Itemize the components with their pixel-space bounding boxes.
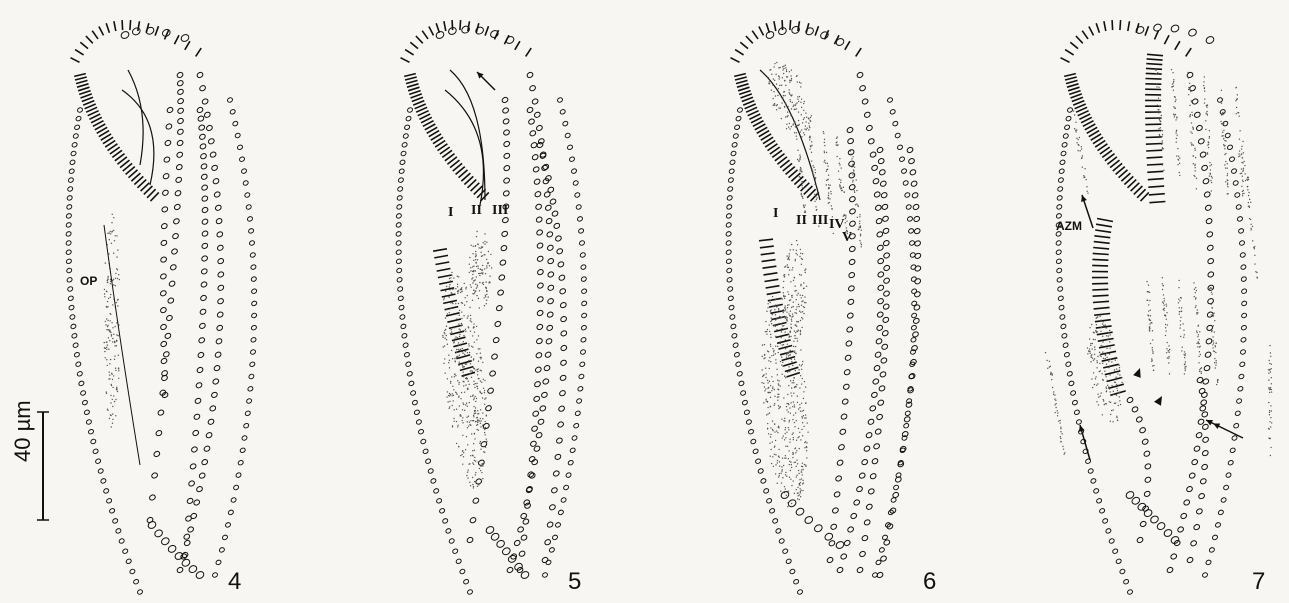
arrow-azm	[1081, 195, 1093, 228]
right-marginal-anlage-bottom	[1268, 345, 1273, 456]
label-anlage-i: I	[773, 206, 778, 222]
proter-streak-3	[1185, 72, 1198, 190]
proter-streak-4	[1201, 76, 1214, 192]
midventral-row-a	[466, 96, 510, 543]
panel-number-4: 4	[228, 568, 241, 596]
ventral-row	[836, 71, 884, 573]
panel-number-6: 6	[923, 568, 936, 596]
ventral-row	[1166, 71, 1214, 573]
adoral-zone-collar	[71, 20, 211, 62]
oral-primordium	[755, 294, 814, 508]
adoral-zone-collar	[401, 20, 541, 62]
right-marginal-row	[872, 97, 918, 578]
opisthe-azm	[1092, 219, 1126, 401]
right-marginal-anlage-top	[1241, 141, 1260, 279]
transverse-cirri	[147, 520, 205, 580]
undulating-membrane-2	[122, 90, 154, 185]
frontal-cirri	[765, 25, 845, 47]
midventral-row-b	[181, 106, 209, 558]
label-anlage-i: I	[448, 205, 453, 221]
left-marginal-anlage-top	[1070, 110, 1090, 194]
right-marginal-row	[542, 97, 588, 578]
adoral-zone-proximal	[734, 74, 819, 202]
panel-number-7: 7	[1252, 568, 1265, 596]
panel-number-5: 5	[568, 568, 581, 596]
adoral-zone-collar	[1061, 20, 1201, 62]
anlagen-streaks	[469, 231, 493, 309]
opisthe-streak-3	[1176, 280, 1188, 375]
arrow-panel-5	[477, 72, 495, 90]
label-anlage-ii: II	[471, 203, 482, 219]
anlage-stipple-top	[759, 56, 819, 143]
parental-azm	[1145, 54, 1165, 210]
midventral-row-b	[516, 106, 544, 573]
oral-primordium	[433, 269, 496, 490]
opisthe-oral-stipple	[1082, 314, 1128, 425]
scale-bar-label: 40 µm	[10, 400, 36, 462]
label-op: OP	[80, 274, 97, 288]
frontal-cirri	[435, 25, 515, 45]
ventral-row	[506, 71, 554, 573]
label-anlage-iii: III	[492, 203, 508, 219]
opisthe-frontal-cirri	[1126, 396, 1151, 543]
adoral-zone-proximal	[1064, 74, 1149, 202]
proter-streak-2	[1170, 69, 1182, 177]
label-anlage-iii: III	[812, 213, 828, 229]
transverse-cirri	[780, 490, 845, 550]
adoral-zone-collar	[731, 20, 871, 62]
transverse-cirri	[1125, 490, 1180, 545]
undulating-membrane	[128, 70, 143, 165]
frontal-cirri	[1135, 23, 1215, 45]
opisthe-streak-4	[1192, 282, 1204, 384]
adoral-zone-proximal	[74, 74, 159, 202]
label-azm: AZM	[1056, 219, 1082, 233]
midventral-row-b	[856, 146, 890, 573]
opisthe-streak-2	[1160, 277, 1172, 375]
midventral-row-a	[146, 71, 184, 523]
midventral-row-b	[1186, 376, 1209, 563]
proter-streak-6	[1233, 87, 1246, 197]
arrowhead-2	[1154, 394, 1165, 406]
streak-2	[806, 122, 822, 227]
label-anlage-v: V	[842, 230, 852, 246]
undulating-membrane	[450, 70, 485, 200]
op-streak	[104, 225, 140, 465]
left-marginal-anlage-bottom	[1044, 351, 1067, 455]
label-anlage-ii: II	[796, 213, 807, 229]
opisthe-streak-1	[1145, 281, 1156, 372]
double-arrow	[1206, 420, 1243, 438]
proter-streak-5	[1218, 90, 1230, 195]
right-marginal-row	[1202, 97, 1248, 578]
right-marginal-row	[212, 97, 258, 578]
proter-streak-1	[1154, 68, 1166, 171]
adoral-zone-proximal	[404, 74, 489, 202]
new-azm	[759, 239, 800, 380]
arrowhead-1	[1133, 367, 1144, 378]
undulating-membrane-2	[445, 90, 483, 205]
